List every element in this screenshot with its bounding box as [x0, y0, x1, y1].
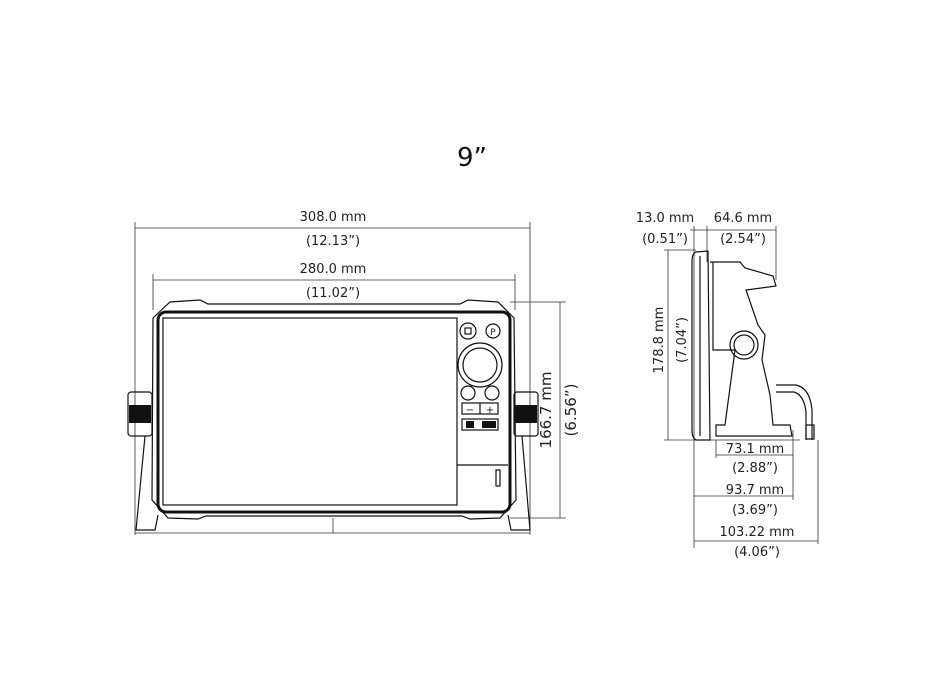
bracket-knob-side	[729, 330, 759, 360]
svg-text:P: P	[490, 328, 496, 338]
enter-button-icon	[484, 385, 500, 401]
bracket-leg-right	[507, 435, 531, 531]
svg-text:−: −	[466, 405, 474, 416]
side-bezel	[691, 250, 711, 441]
overall-height-in: (7.04”)	[675, 317, 690, 363]
power-p-button-icon	[485, 323, 501, 339]
overall-width-in: (12.13”)	[306, 234, 360, 249]
bezel-depth-in: (0.51”)	[642, 232, 688, 247]
unit-bezel	[151, 299, 517, 520]
bracket-knob-left	[127, 391, 153, 437]
rotary-knob-icon	[457, 342, 503, 388]
overall-width-mm: 308.0 mm	[300, 210, 367, 225]
unit-width-mm: 280.0 mm	[300, 262, 367, 277]
overall-depth-in: (4.06”)	[734, 545, 780, 560]
bracket-depth-in: (2.54”)	[720, 232, 766, 247]
base-depth-in: (2.88”)	[732, 461, 778, 476]
mount-bracket	[710, 261, 793, 437]
overall-depth-mm: 103.22 mm	[720, 525, 795, 540]
depth-no-cable-mm: 93.7 mm	[726, 483, 784, 498]
pages-button-icon	[459, 322, 477, 340]
unit-frame	[156, 310, 512, 514]
bezel-depth-mm: 13.0 mm	[636, 211, 694, 226]
bracket-knob-right	[513, 391, 539, 437]
base-depth-mm: 73.1 mm	[726, 442, 784, 457]
bracket-depth-mm: 64.6 mm	[714, 211, 772, 226]
overall-height-mm: 178.8 mm	[652, 307, 667, 374]
svg-text:+: +	[486, 405, 494, 416]
unit-height-in: (6.56”)	[562, 384, 580, 437]
mark-stop-buttons-icon	[461, 418, 499, 431]
front-view: 308.0 mm (12.13”) 280.0 mm (11.02”) 166.…	[127, 210, 580, 535]
title: 9”	[457, 143, 487, 173]
depth-no-cable-in: (3.69”)	[732, 503, 778, 518]
keypad: P − +	[457, 322, 503, 431]
cable	[776, 384, 813, 440]
exit-button-icon	[460, 385, 476, 401]
screen	[162, 317, 458, 506]
bracket-leg-left	[135, 435, 159, 531]
unit-height-mm: 166.7 mm	[537, 372, 555, 449]
side-view: 13.0 mm (0.51”) 64.6 mm (2.54”) 178.8 mm…	[636, 211, 819, 560]
unit-width-in: (11.02”)	[306, 286, 360, 301]
